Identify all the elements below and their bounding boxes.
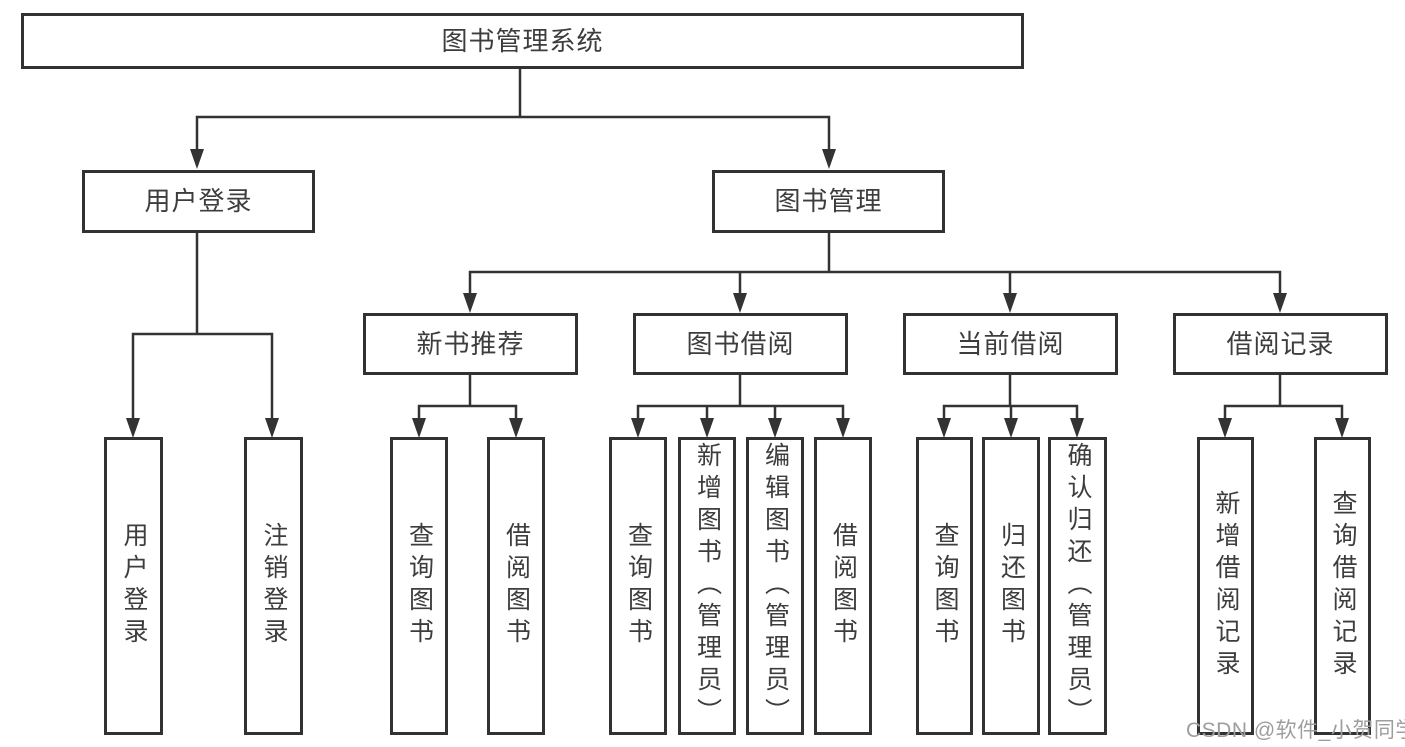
node-new-book-recommendation: 新书推荐 [363, 313, 578, 375]
leaf-borrow-books-recommend: 借阅图书 [487, 437, 545, 735]
leaf-edit-books-admin: 编辑图书（管理员） [746, 437, 804, 735]
leaf-confirm-return-admin: 确认归还（管理员） [1048, 437, 1107, 735]
connector-userlogin-rail [131, 332, 274, 420]
node-user-login-branch: 用户登录 [82, 170, 315, 233]
leaf-borrow-books: 借阅图书 [814, 437, 872, 735]
connector-recommend-rail [417, 404, 518, 420]
connector-records-rail [1223, 404, 1344, 420]
leaf-return-books: 归还图书 [982, 437, 1040, 735]
leaf-query-borrow-record: 查询借阅记录 [1314, 437, 1371, 735]
leaf-add-borrow-record: 新增借阅记录 [1197, 437, 1254, 735]
node-book-borrowing: 图书借阅 [633, 313, 848, 375]
node-current-borrowing: 当前借阅 [903, 313, 1118, 375]
connector-borrowing-rail [636, 404, 845, 420]
node-borrowing-records: 借阅记录 [1173, 313, 1388, 375]
leaf-add-books-admin: 新增图书（管理员） [678, 437, 736, 735]
node-book-management: 图书管理 [712, 170, 945, 233]
node-library-system-root: 图书管理系统 [21, 13, 1024, 69]
csdn-watermark: CSDN @软件_小贺同学 [1186, 719, 1405, 742]
leaf-query-books-recommend: 查询图书 [390, 437, 448, 735]
leaf-query-books-borrowing: 查询图书 [609, 437, 667, 735]
connector-level3-rail [468, 270, 1282, 295]
leaf-logout: 注销登录 [244, 437, 303, 735]
connector-level2-rail [195, 115, 831, 152]
leaf-user-login: 用户登录 [104, 437, 163, 735]
connector-current-rail [942, 404, 1079, 420]
leaf-query-books-current: 查询图书 [916, 437, 973, 735]
